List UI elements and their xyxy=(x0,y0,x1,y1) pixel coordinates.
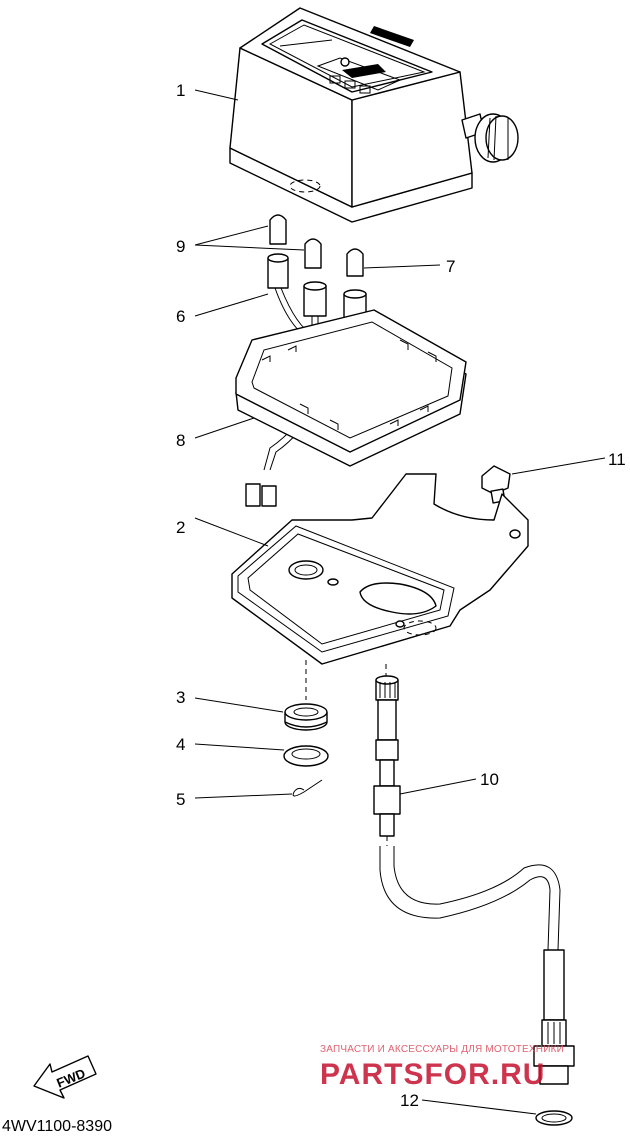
part-3-grommet xyxy=(284,703,328,731)
callout-1: 1 xyxy=(176,81,185,100)
watermark-tagline: ЗАПЧАСТИ И АКСЕССУАРЫ ДЛЯ МОТОТЕХНИКИ xyxy=(320,1044,564,1055)
part-10-cable xyxy=(373,664,575,1085)
callout-4: 4 xyxy=(176,735,185,754)
leader-lines xyxy=(194,89,606,1115)
callout-11: 11 xyxy=(608,450,626,469)
callout-6: 6 xyxy=(176,307,185,326)
part-1-meter-assembly xyxy=(229,7,519,223)
callout-8: 8 xyxy=(176,431,185,450)
watermark-brand: PARTSFOR.RU xyxy=(320,1058,545,1091)
callout-3: 3 xyxy=(176,688,185,707)
part-4-washer xyxy=(283,745,329,767)
callout-12: 12 xyxy=(400,1091,419,1110)
watermark: ЗАПЧАСТИ И АКСЕССУАРЫ ДЛЯ МОТОТЕХНИКИ PA… xyxy=(320,1044,564,1091)
part-5-clip xyxy=(292,779,323,797)
callout-10: 10 xyxy=(480,770,499,789)
part-7-bulb xyxy=(346,248,364,277)
part-9-bulbs xyxy=(269,214,322,269)
callout-9: 9 xyxy=(176,237,185,256)
part-8-holder xyxy=(235,309,467,467)
drawing-code: 4WV1100-8390 xyxy=(2,1118,112,1134)
part-2-lower-case xyxy=(231,473,529,665)
callout-labels: 1 2 3 4 5 6 7 8 9 10 11 12 xyxy=(176,81,626,1110)
callout-2: 2 xyxy=(176,518,185,537)
callout-7: 7 xyxy=(446,257,455,276)
part-12-o-ring xyxy=(535,1110,573,1126)
callout-5: 5 xyxy=(176,790,185,809)
fwd-arrow: FWD xyxy=(33,1055,97,1099)
